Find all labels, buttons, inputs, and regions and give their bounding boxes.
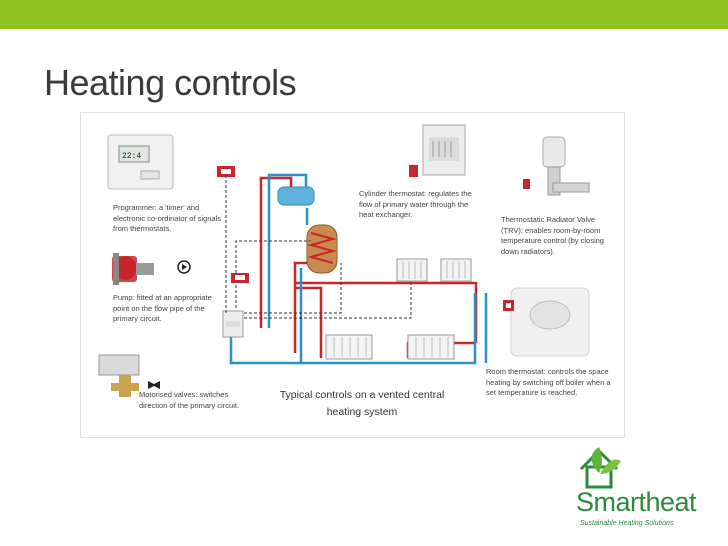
programmer-device: 22:4 — [107, 134, 174, 190]
heating-diagram: 22:4 — [80, 112, 625, 438]
radiators — [325, 258, 472, 360]
pump-label: Pump: fitted at an appropriate point on … — [113, 293, 212, 323]
return-pipes — [229, 173, 488, 365]
slide-title: Heating controls — [44, 62, 297, 103]
diagram-caption-line1: Typical controls on a vented central — [279, 389, 445, 401]
logo-wordmark: Smartheat — [576, 487, 697, 517]
motorised-valve-device — [98, 354, 140, 397]
cylinder-thermostat-device — [422, 124, 466, 176]
diagram-caption: Typical controls on a vented central hea… — [257, 387, 467, 421]
trv-device — [542, 136, 590, 196]
cylinder-thermostat-label: Cylinder thermostat: regulates the flow … — [359, 189, 472, 219]
pump-device — [112, 253, 154, 285]
trv-label: Thermostatic Radiator Valve (TRV): enabl… — [501, 215, 604, 256]
logo-tagline: Sustainable Heating Solutions — [580, 520, 674, 527]
diagram-graphics: 22:4 — [98, 124, 590, 397]
diagram-caption-line2: heating system — [326, 406, 398, 418]
top-accent-bar — [0, 0, 728, 29]
room-thermostat-device — [510, 287, 590, 357]
programmer-display-text: 22:4 — [122, 152, 141, 161]
room-thermostat-label: Room thermostat: controls the space heat… — [486, 367, 611, 397]
programmer-label: Programmer: a 'timer' and electronic co-… — [113, 203, 221, 233]
control-wiring — [225, 175, 412, 319]
smartheat-logo-icon — [579, 447, 621, 489]
motorised-valves-label: Motorised valves: switches direction of … — [139, 390, 240, 410]
